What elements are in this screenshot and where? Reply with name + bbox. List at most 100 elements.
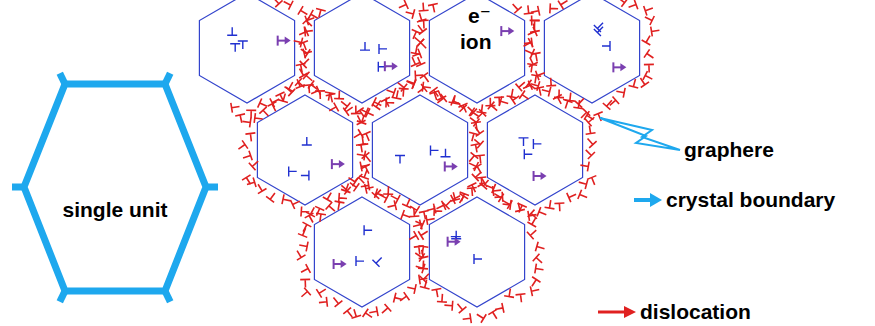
- dislocation-symbol: [434, 94, 446, 107]
- dislocation-symbol: [467, 188, 478, 197]
- dislocation-symbol: [413, 217, 424, 229]
- dislocation-symbol: [643, 12, 655, 24]
- dislocation-arrow: [598, 311, 626, 314]
- dislocation-symbol: [516, 294, 527, 303]
- dislocation-symbol: [377, 190, 389, 203]
- dislocation-symbol: [398, 88, 409, 97]
- dislocation-symbol: [242, 175, 255, 187]
- dislocation-symbol: [431, 288, 442, 298]
- dislocation-symbol: [462, 313, 471, 324]
- dislocation-symbol: [582, 146, 595, 159]
- dislocation-symbol: [330, 294, 343, 307]
- ion-arrow: [501, 26, 514, 36]
- dislocation-symbol: [593, 112, 605, 123]
- dislocation-symbol: [356, 256, 364, 266]
- dislocation-symbol: [472, 168, 485, 181]
- boundary-arrow: [634, 198, 652, 202]
- dislocation-symbol: [534, 87, 545, 97]
- ion-arrow: [278, 36, 291, 46]
- dislocation-symbol: [603, 97, 616, 110]
- dislocation-symbol: [302, 137, 312, 145]
- dislocation-symbol: [355, 174, 368, 187]
- dislocation-symbol: [360, 42, 370, 50]
- dislocation-symbol: [524, 149, 532, 159]
- dislocation-symbol: [406, 282, 416, 293]
- crystal-grain: [314, 0, 409, 103]
- dislocation-symbol: [298, 240, 308, 251]
- dislocation-symbol: [504, 288, 515, 297]
- dislocation-symbol: [402, 197, 414, 208]
- dislocation-symbol: [299, 41, 311, 52]
- dislocation-symbol: [238, 41, 248, 49]
- dislocation-symbol: [241, 151, 252, 163]
- dislocation-symbol: [266, 190, 279, 202]
- dislocation-symbol: [577, 109, 590, 122]
- dislocation-symbol: [521, 38, 533, 51]
- dislocation-symbol: [554, 203, 564, 212]
- crystal-grain: [372, 95, 467, 205]
- dislocation-symbol: [644, 3, 655, 15]
- dislocation-symbol: [230, 44, 240, 52]
- dislocation-symbol: [290, 197, 301, 209]
- dislocation-symbol: [527, 215, 540, 227]
- dislocation-symbol: [536, 68, 547, 80]
- dislocation-symbol: [314, 8, 326, 18]
- dislocation-symbol: [565, 92, 576, 101]
- dislocation-symbol: [326, 93, 338, 103]
- dislocation-symbol: [594, 19, 607, 32]
- dislocation-symbol: [467, 114, 479, 127]
- dislocation-symbol: [454, 301, 467, 314]
- dislocation-symbol: [285, 80, 298, 92]
- dislocation-symbol: [509, 1, 522, 14]
- ion-label: ion: [460, 30, 492, 53]
- dislocation-symbol: [545, 199, 556, 208]
- dislocation-symbol: [651, 25, 660, 36]
- dislocation-symbol: [499, 96, 509, 108]
- dislocation-symbol: [420, 279, 432, 289]
- dislocation-symbol: [298, 226, 310, 237]
- dislocation-symbol: [323, 190, 336, 202]
- dislocation-symbol: [441, 149, 451, 157]
- dislocation-symbol: [580, 160, 590, 171]
- dislocation-symbol: [293, 36, 303, 48]
- dislocation-symbol: [385, 85, 396, 97]
- dislocation-symbol: [530, 6, 540, 17]
- dislocation-symbol: [528, 277, 541, 289]
- dislocation-symbol: [349, 308, 361, 319]
- dislocation-symbol: [299, 264, 311, 277]
- dislocation-symbol: [417, 246, 428, 255]
- dislocation-symbol: [392, 89, 403, 99]
- dislocation-symbol: [523, 46, 534, 58]
- dislocation-symbol: [418, 2, 429, 11]
- dislocation-symbol: [467, 159, 478, 171]
- dislocation-symbol: [474, 254, 482, 264]
- crystal-grain: [199, 0, 294, 103]
- dislocation-symbol: [393, 293, 403, 305]
- dislocation-symbol: [415, 84, 427, 97]
- dislocation-symbol: [379, 44, 387, 54]
- dislocation-symbol: [419, 273, 428, 284]
- dislocation-symbol: [420, 73, 433, 85]
- dislocation-symbol: [231, 102, 240, 113]
- dislocation-symbol: [474, 310, 486, 323]
- dislocation-symbol: [418, 227, 430, 240]
- dislocation-symbol: [270, 0, 283, 7]
- dislocation-symbol: [333, 201, 344, 211]
- dislocation-symbol: [573, 99, 584, 108]
- dislocation-symbol: [546, 77, 557, 86]
- dislocation-symbol: [259, 107, 272, 120]
- dislocation-symbol: [379, 304, 392, 317]
- dislocation-symbol: [537, 207, 548, 219]
- dislocation-symbol: [303, 72, 316, 85]
- dislocation-symbol: [254, 113, 263, 124]
- dislocation-symbol: [434, 201, 445, 213]
- dislocation-symbol: [629, 78, 641, 88]
- dislocation-symbol: [334, 91, 344, 99]
- dislocation-symbol: [316, 285, 328, 298]
- dislocation-symbol: [516, 78, 529, 91]
- dislocation-symbol: [351, 129, 363, 142]
- dislocation-symbol: [404, 7, 414, 19]
- dislocation-symbol: [644, 49, 656, 62]
- dislocation-symbol: [297, 27, 308, 39]
- hexagon-outline: [10, 70, 220, 305]
